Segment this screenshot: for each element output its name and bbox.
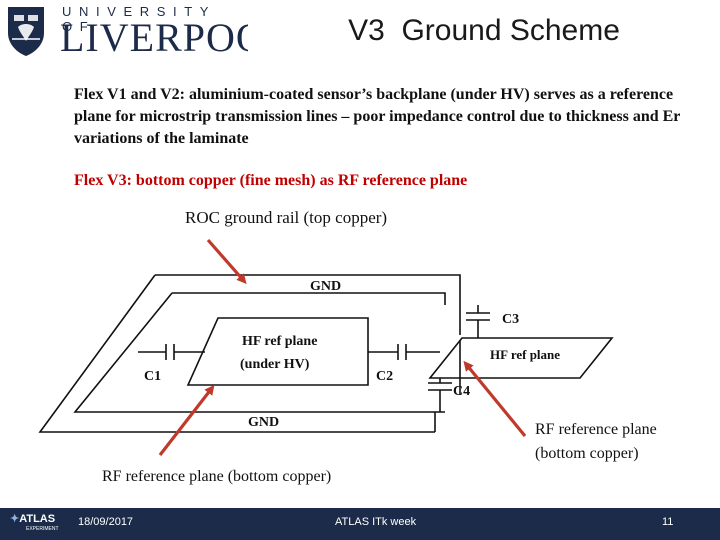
label-rf-reference-bottom: RF reference plane (bottom copper) [102,468,332,485]
footer-date: 18/09/2017 [78,516,134,528]
label-rf-right-line2: (bottom copper) [535,445,639,462]
label-gnd-bottom: GND [248,415,279,430]
gnd-outer-frame [38,274,461,433]
atlas-logo-text: ATLAS [19,513,56,525]
footer-bar [0,508,720,540]
arrow-rf-right [463,360,527,438]
label-roc-ground-rail: ROC ground rail (top copper) [185,208,388,227]
label-hv-plane-line2: (under HV) [240,357,310,372]
label-rf-right-line1: RF reference plane [535,421,657,438]
footer-page-number: 11 [662,516,674,528]
paragraph-v1-v2: Flex V1 and V2: aluminium-coated sensor’… [74,86,681,147]
label-c4: C4 [453,384,470,399]
label-c2: C2 [376,369,393,384]
label-c3: C3 [502,312,519,327]
capacitor-c3 [466,305,490,338]
hf-ref-plane [428,337,614,379]
hv-ref-plane [186,317,369,386]
label-hv-plane-line1: HF ref plane [242,334,317,349]
label-rf-reference-right: RF reference plane (bottom copper) [535,418,657,466]
university-wordmark: UNIVERSITY OF [62,4,216,34]
label-hf-plane: HF ref plane [490,347,560,362]
label-gnd-top: GND [310,279,341,294]
arrow-rf-bottom [158,384,215,456]
atlas-logo-subtext: EXPERIMENT [26,526,59,532]
slide-title: V3 Ground Scheme [348,14,620,47]
atlas-swoosh-icon: ✦ [10,513,20,525]
capacitor-c1 [138,344,205,360]
atlas-logo: ✦ATLAS [10,512,55,525]
paragraph-v3: Flex V3: bottom copper (fine mesh) as RF… [74,172,468,189]
arrow-roc-ground-rail [206,238,247,285]
label-c1: C1 [144,369,161,384]
capacitor-c4 [428,378,452,412]
footer-event: ATLAS ITk week [335,516,417,528]
title-bar [248,0,720,62]
university-crest-icon [8,7,44,56]
capacitor-c2 [368,344,440,360]
